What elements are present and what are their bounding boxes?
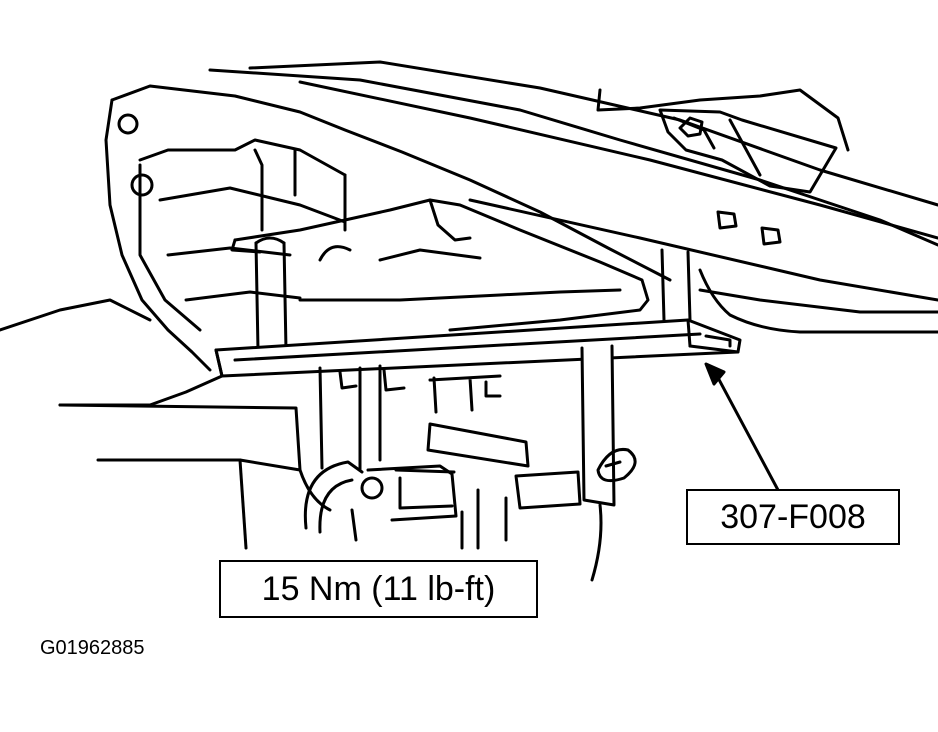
tool-number-callout: 307-F008 <box>686 489 900 545</box>
tool-leader-arrow <box>704 362 780 492</box>
lower-assembly <box>58 364 582 550</box>
tool-strap <box>580 344 637 582</box>
support-posts <box>254 236 692 352</box>
torque-spec-callout: 15 Nm (11 lb-ft) <box>219 560 538 618</box>
frame-rail <box>208 60 938 334</box>
figure-id: G01962885 <box>40 637 145 659</box>
tool-crossbar <box>214 318 742 378</box>
tool-number-label: 307-F008 <box>720 498 866 536</box>
torque-spec-label: 15 Nm (11 lb-ft) <box>261 570 496 608</box>
transmission-mount <box>658 108 838 246</box>
transmission-case <box>0 84 672 372</box>
fluid-line <box>303 460 384 542</box>
transmission-pan <box>230 198 650 332</box>
